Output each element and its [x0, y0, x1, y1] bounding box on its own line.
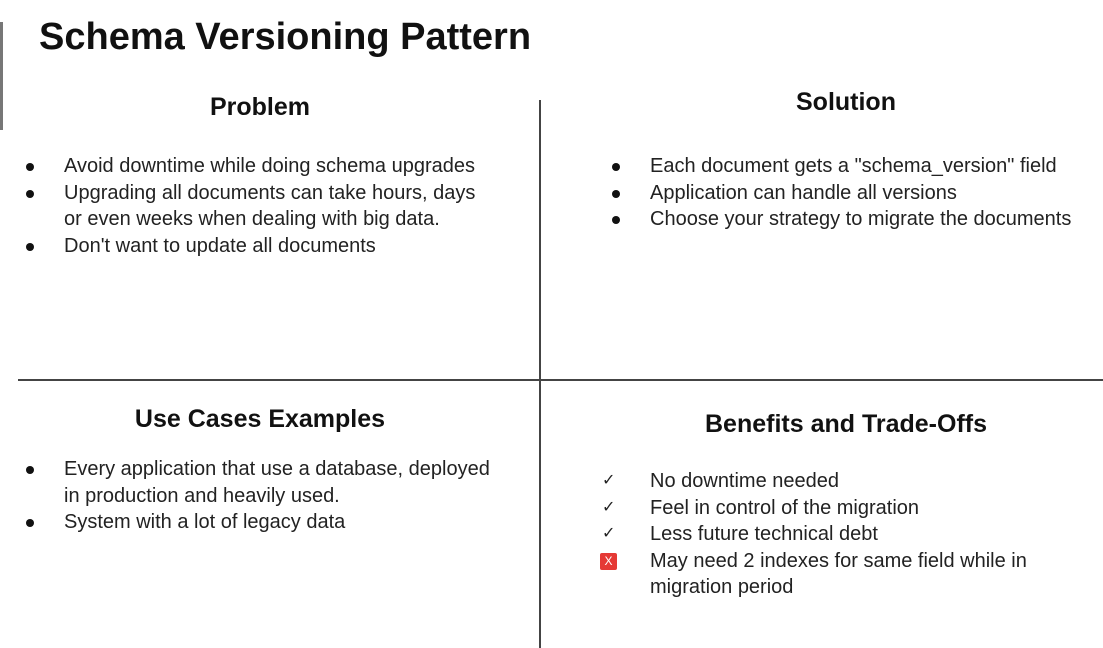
item-text: Each document gets a "schema_version" fi… [650, 155, 1057, 177]
problem-list: Avoid downtime while doing schema upgrad… [26, 153, 496, 259]
benefits-list: ✓ No downtime needed ✓ Feel in control of … [600, 468, 1082, 601]
list-item: Upgrading all documents can take hours, … [26, 180, 496, 233]
item-text: Application can handle all versions [650, 181, 957, 204]
use-cases-list: Every application that use a database, d… [26, 456, 496, 536]
item-text: Avoid downtime while doing schema upgrad… [64, 155, 475, 177]
vertical-divider [539, 100, 541, 648]
problem-heading: Problem [209, 93, 311, 121]
list-item: Choose your strategy to migrate the docu… [612, 206, 1072, 233]
item-text: System with a lot of legacy data [64, 511, 346, 533]
list-item: ✓ Feel in control of the migration [602, 495, 1082, 522]
use-cases-heading: Use Cases Examples [134, 405, 386, 433]
check-icon: ✓ [602, 525, 616, 542]
cross-icon: X [600, 552, 617, 570]
slide-title: Schema Versioning Pattern [39, 16, 532, 58]
item-text: Less future technical debt [650, 523, 878, 545]
list-item: System with a lot of legacy data [26, 509, 496, 536]
solution-heading: Solution [796, 88, 896, 116]
list-item: ✓ No downtime needed [602, 468, 1082, 495]
list-item: ✓ Less future technical debt [602, 521, 1082, 548]
list-item: Avoid downtime while doing schema upgrad… [26, 153, 496, 180]
item-text: Every application that use a database, d… [64, 458, 490, 507]
check-icon: ✓ [602, 472, 616, 489]
list-item: Every application that use a database, d… [26, 456, 496, 509]
check-icon: ✓ [602, 498, 616, 516]
item-text: Feel in control of the migration [650, 496, 920, 519]
horizontal-divider [18, 379, 1103, 381]
list-item: X May need 2 indexes for same field while… [600, 548, 1082, 601]
list-item: Each document gets a "schema_version" fi… [612, 153, 1072, 180]
left-edge-bar [0, 22, 3, 130]
list-item: Don't want to update all documents [26, 233, 496, 260]
item-text: May need 2 indexes for same field while … [650, 549, 1027, 599]
list-item: Application can handle all versions [612, 180, 1072, 207]
solution-list: Each document gets a "schema_version" fi… [612, 153, 1072, 233]
item-text: Choose your strategy to migrate the docu… [650, 208, 1072, 230]
benefits-heading: Benefits and Trade-Offs [705, 410, 987, 438]
item-text: Don't want to update all documents [64, 234, 376, 257]
item-text: No downtime needed [650, 470, 840, 492]
item-text: Upgrading all documents can take hours, … [64, 181, 476, 231]
